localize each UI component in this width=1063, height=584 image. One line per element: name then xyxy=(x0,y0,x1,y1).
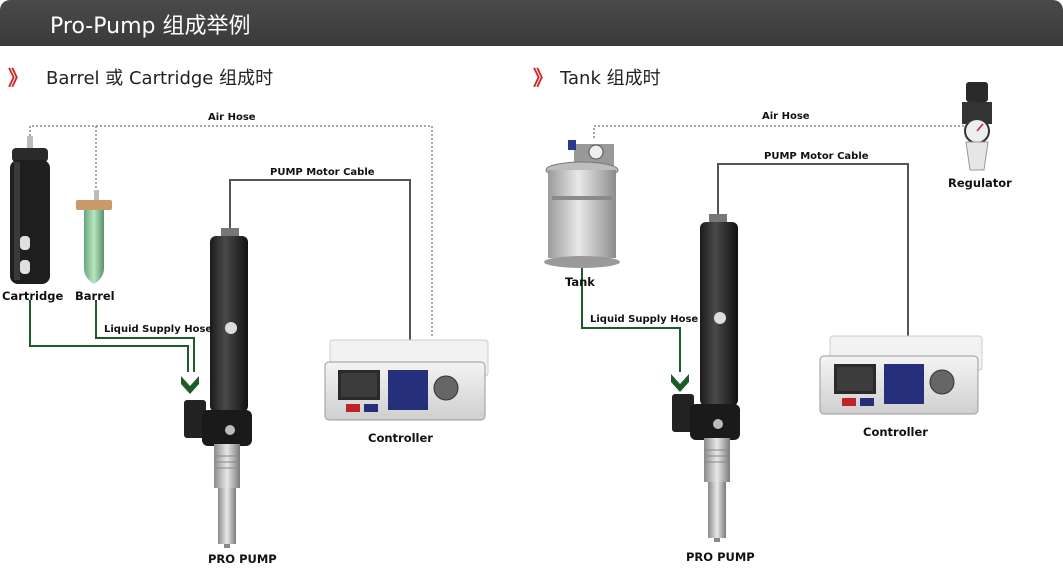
section-title-left: Barrel 或 Cartridge 组成时 xyxy=(46,68,274,89)
controller-label: Controller xyxy=(368,431,433,445)
pro-pump-label: PRO PUMP xyxy=(686,550,755,564)
liquid-hose-right xyxy=(581,268,681,372)
air-hose-right xyxy=(593,125,968,138)
tank-image xyxy=(544,140,620,268)
flow-arrow-icon xyxy=(671,374,689,392)
pro-pump-right xyxy=(672,214,740,542)
page-title: Pro-Pump 组成举例 xyxy=(50,14,251,39)
pro-pump-left xyxy=(184,228,252,548)
pro-pump-label: PRO PUMP xyxy=(208,552,277,566)
liquid-hose-left xyxy=(29,300,195,372)
header-bar: Pro-Pump 组成举例 xyxy=(0,0,1063,46)
regulator-label: Regulator xyxy=(948,176,1012,190)
air-hose-label: Air Hose xyxy=(208,112,256,123)
controller-right xyxy=(819,335,983,415)
section-title-right: Tank 组成时 xyxy=(560,68,661,89)
regulator-image xyxy=(962,82,992,171)
barrel-image xyxy=(76,190,112,284)
air-hose-left xyxy=(29,125,433,336)
flow-arrow-icon xyxy=(181,376,199,394)
liquid-supply-hose-label: Liquid Supply Hose xyxy=(590,314,699,325)
controller-left xyxy=(324,339,489,421)
pump-motor-cable-label: PUMP Motor Cable xyxy=(270,167,375,178)
controller-label: Controller xyxy=(863,425,928,439)
barrel-label: Barrel xyxy=(75,289,115,303)
liquid-supply-hose-label: Liquid Supply Hose xyxy=(104,324,213,335)
motor-cable-left xyxy=(229,179,411,344)
pump-motor-cable-label: PUMP Motor Cable xyxy=(764,151,869,162)
air-hose-label: Air Hose xyxy=(762,111,810,122)
motor-cable-right xyxy=(717,163,909,336)
tank-label: Tank xyxy=(565,275,595,289)
cartridge-image xyxy=(10,136,50,284)
cartridge-label: Cartridge xyxy=(2,289,64,303)
